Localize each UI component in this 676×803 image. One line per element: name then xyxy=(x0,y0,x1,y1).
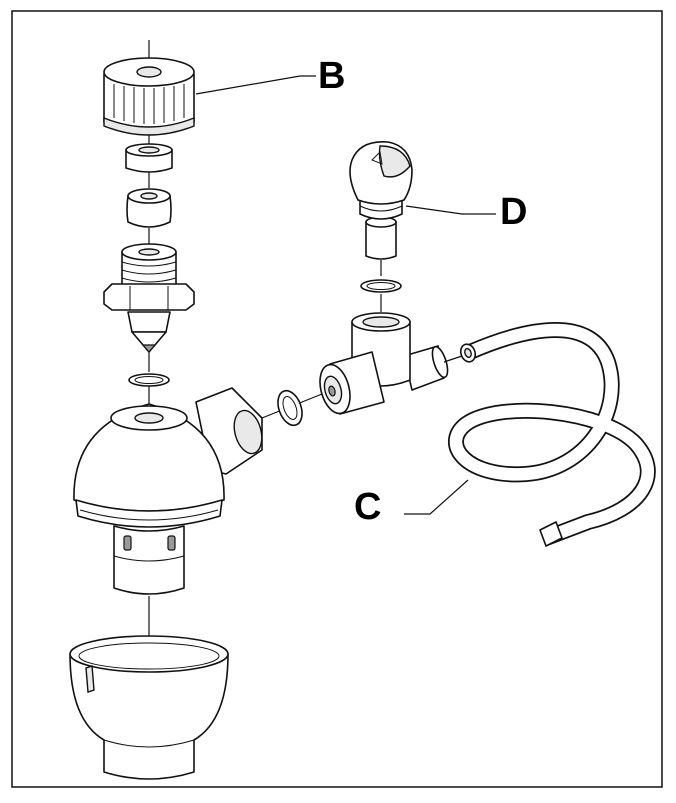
leader-d xyxy=(405,205,496,215)
axis-hose xyxy=(443,355,463,363)
dome-housing xyxy=(73,387,263,595)
cap-b xyxy=(103,57,195,136)
t-connector xyxy=(319,312,449,415)
hose-c xyxy=(448,322,656,547)
nozzle-body xyxy=(103,243,195,353)
nozzle-insert xyxy=(126,188,172,228)
spacer-ring xyxy=(125,143,173,173)
leader-b xyxy=(195,75,316,95)
leader-c xyxy=(404,479,469,515)
label-d: D xyxy=(500,191,528,233)
bottom-cup xyxy=(69,635,229,780)
label-b: B xyxy=(318,55,346,97)
label-c: C xyxy=(354,486,382,528)
valve-knob-d xyxy=(349,141,413,260)
page-frame xyxy=(11,10,663,788)
